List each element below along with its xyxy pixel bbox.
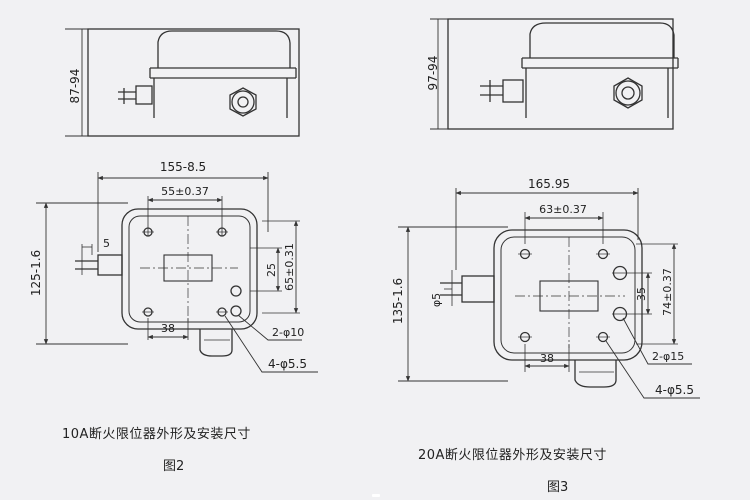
fig3-holes4-label: 4-φ5.5 xyxy=(655,383,694,397)
fig3-height-top-label: 97-94 xyxy=(426,56,440,91)
fig3-holes2-label: 2-φ15 xyxy=(652,350,684,363)
fig3-cable-entry xyxy=(440,270,495,306)
fig2-hole-spacing-label: 55±0.37 xyxy=(161,185,209,198)
fig3-large-holes xyxy=(612,265,628,322)
fig2-width-label: 155-8.5 xyxy=(160,160,206,174)
fig2-leader-4holes xyxy=(224,315,318,373)
fig2-side-view xyxy=(65,28,300,137)
fig2-side-cable xyxy=(118,85,153,105)
fig3-plan-body xyxy=(493,229,643,361)
fig2-holes2-label: 2-φ10 xyxy=(272,326,304,339)
fig2-d5-label: 5 xyxy=(103,237,110,250)
fig3-side-gland xyxy=(613,77,643,109)
fig3-leader-4holes xyxy=(605,340,700,399)
fig3-plan-view xyxy=(398,188,700,399)
fig2-d25-label: 25 xyxy=(265,263,278,277)
fig3-side-cable xyxy=(480,79,524,103)
fig3-d5-label: φ5 xyxy=(430,293,443,307)
fig3-hole-spacing-label: 63±0.37 xyxy=(539,203,587,216)
fig2-side-cover xyxy=(157,30,291,68)
fig2-leader-2holes xyxy=(237,314,302,341)
fig2-side-body xyxy=(87,28,300,137)
fig2-d65-label: 65±0.31 xyxy=(283,243,296,291)
fig3-side-body xyxy=(447,18,674,130)
fig2-large-holes xyxy=(230,285,242,317)
fig3-bottom-boss xyxy=(574,360,617,388)
fig3-width-label: 165.95 xyxy=(528,177,570,191)
fig2-bottom-boss xyxy=(199,329,233,357)
fig3-d38-label: 38 xyxy=(540,352,554,365)
fig2-cable-entry xyxy=(75,244,123,276)
fig2-plan-body xyxy=(121,208,258,330)
fig2-mounting-holes xyxy=(142,227,228,317)
fig2-holes4-label: 4-φ5.5 xyxy=(268,357,307,371)
fig3-caption: 20A断火限位器外形及安装尺寸 xyxy=(418,448,607,463)
fig3-side-view xyxy=(430,18,679,130)
fig2-plan-view xyxy=(36,172,318,373)
bottom-edge-mark xyxy=(372,494,380,497)
fig3-mounting-holes xyxy=(518,248,610,343)
fig2-figure-label: 图2 xyxy=(163,459,185,474)
fig2-caption: 10A断火限位器外形及安装尺寸 xyxy=(62,427,251,442)
fig2-d38-label: 38 xyxy=(161,322,175,335)
fig3-d74-label: 74±0.37 xyxy=(661,268,674,316)
fig2-height-top-label: 87-94 xyxy=(68,69,82,104)
fig3-figure-label: 图3 xyxy=(547,480,569,495)
fig3-side-cover xyxy=(529,22,675,58)
fig2-height-label: 125-1.6 xyxy=(29,250,43,296)
fig3-height-label: 135-1.6 xyxy=(391,278,405,324)
fig3-d35-label: 35 xyxy=(635,287,648,301)
fig3-leader-2holes xyxy=(622,317,692,365)
fig2-side-gland xyxy=(229,87,257,117)
